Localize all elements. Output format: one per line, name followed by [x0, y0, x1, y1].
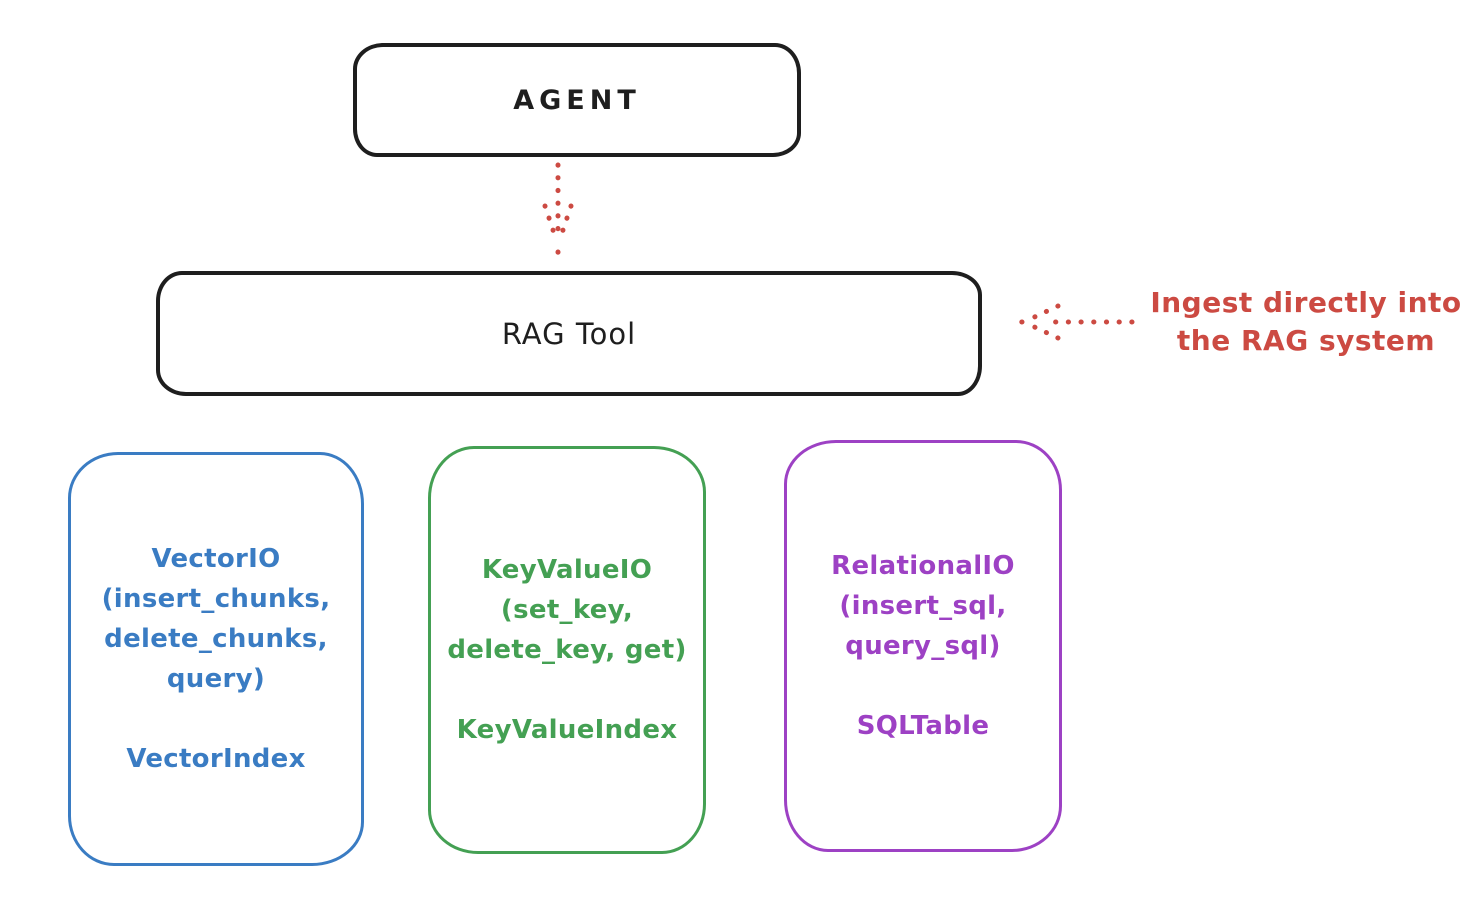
rag-tool-box: RAG Tool — [156, 271, 982, 396]
vector-io-arg-line2: delete_chunks, — [104, 624, 328, 654]
keyvalue-io-arg-line2: delete_key, get) — [447, 635, 687, 665]
keyvalue-io-arg-line1: (set_key, — [500, 595, 634, 625]
vector-io-arg-line3: query) — [166, 664, 266, 694]
ingest-annotation-line1: Ingest directly into — [1150, 286, 1462, 319]
sql-table-label: SQLTable — [856, 711, 990, 741]
keyvalue-index-label: KeyValueIndex — [456, 715, 678, 745]
relational-io-box: RelationalIO (insert_sql, query_sql) SQL… — [784, 440, 1062, 852]
relational-io-arg-line2: query_sql) — [845, 631, 1001, 661]
keyvalue-io-box: KeyValueIO (set_key, delete_key, get) Ke… — [428, 446, 706, 854]
vector-io-title: VectorIO — [151, 544, 281, 574]
keyvalue-io-title: KeyValueIO — [481, 555, 653, 585]
relational-io-arg-line1: (insert_sql, — [839, 591, 1007, 621]
ingest-annotation-text: Ingest directly into the RAG system — [1138, 284, 1474, 360]
relational-io-title: RelationalIO — [831, 551, 1015, 581]
agent-to-ragtool-arrow-icon — [542, 162, 574, 256]
rag-tool-label: RAG Tool — [501, 316, 637, 351]
vector-io-arg-line1: (insert_chunks, — [101, 584, 331, 614]
agent-label: AGENT — [513, 84, 641, 116]
vector-index-label: VectorIndex — [126, 744, 306, 774]
vector-io-box: VectorIO (insert_chunks, delete_chunks, … — [68, 452, 364, 866]
ingest-annotation-arrow-icon — [1018, 303, 1135, 341]
ingest-annotation-line2: the RAG system — [1176, 324, 1436, 357]
agent-box: AGENT — [353, 43, 801, 157]
